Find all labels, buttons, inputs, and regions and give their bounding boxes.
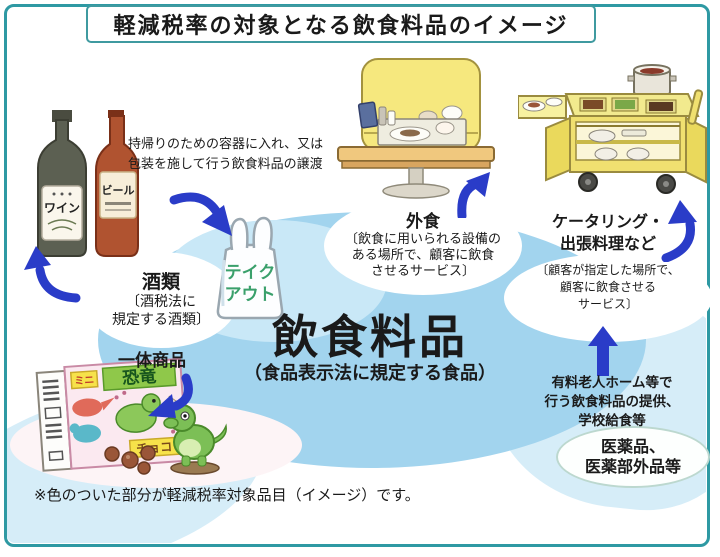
catering-cart-illustration (518, 64, 707, 194)
catering-note: 〔顧客が指定した場所で、 顧客に飲食させる サービス〕 (506, 262, 710, 313)
sake-category-cloud: 酒類 〔酒税法に 規定する酒類〕 (84, 252, 238, 348)
nursing-note-line1: 有料老人ホーム等で (551, 375, 673, 391)
snackbox-tag-dino: 恐竜 (122, 366, 157, 389)
medicine-line1: 医薬品、 (600, 437, 665, 456)
dining-out-note-line3: させるサービス〕 (370, 264, 475, 279)
catering-note-cloud (504, 254, 712, 342)
wine-bottle-icon: ワイン (37, 110, 87, 257)
dining-out-title: 外食 (406, 212, 440, 232)
medicine-line2: 医薬部外品等 (584, 457, 681, 476)
sake-note-line2: 規定する酒類〕 (112, 312, 210, 328)
catering-note-line2: 顧客に飲食させる (559, 280, 656, 294)
food-items-sub-text: （食品表示法に規定する食品） (244, 363, 496, 384)
page-title-text: 軽減税率の対象となる飲食料品のイメージ (113, 14, 569, 39)
takeaway-note-line1: 持帰りのための容器に入れ、又は (128, 137, 324, 152)
nursing-note-line2: 行う飲食料品の提供、 (544, 394, 680, 410)
takeout-bag-illustration: テイク アウト (216, 216, 284, 320)
dining-out-note-line2: ある場所で、顧客に飲食 (351, 248, 495, 263)
arrow-up-nursing-icon (588, 326, 618, 376)
nursing-note-line3: 学校給食等 (578, 413, 646, 429)
sake-title: 酒類 (141, 271, 180, 293)
arrow-to-cart-icon (661, 200, 697, 262)
takeaway-note-line2: 包装を施して行う飲食料品の譲渡 (128, 157, 323, 172)
snackbox-tag-mini: ミニ (74, 374, 95, 387)
bundled-goods-label: 一体商品 (118, 351, 186, 371)
nursing-home-note: 有料老人ホーム等で 行う飲食料品の提供、 学校給食等 (512, 374, 712, 431)
dining-out-cloud: 外食 〔飲食に用いられる設備の ある場所で、顧客に飲食 させるサービス〕 (324, 197, 522, 295)
food-items-label: 飲食料品 （食品表示法に規定する食品） (170, 312, 570, 386)
alcohol-bottles-illustration: ワイン ビール (37, 110, 139, 257)
wine-label-text: ワイン (44, 201, 80, 215)
catering-title: ケータリング・ 出張料理など (506, 211, 710, 255)
arrow-to-table-icon (457, 172, 490, 218)
beer-bottle-icon: ビール (95, 110, 139, 257)
takeaway-transfer-note: 持帰りのための容器に入れ、又は 包装を施して行う飲食料品の譲渡 (128, 135, 323, 175)
snack-box-illustration: ミニ 恐竜 チョコ (35, 358, 189, 472)
catering-note-line3: サービス〕 (577, 297, 638, 311)
page-title: 軽減税率の対象となる飲食料品のイメージ (86, 5, 596, 43)
beer-label-text: ビール (102, 183, 135, 197)
takeout-bag-text-line2: アウト (225, 285, 276, 305)
footer-note: ※色のついた部分が軽減税率対象品目（イメージ）です。 (34, 486, 420, 504)
arrow-to-dinosaur-icon (148, 373, 193, 418)
food-items-main-text: 飲食料品 (272, 310, 468, 364)
medicine-exclusion-ellipse: 医薬品、 医薬部外品等 (556, 426, 710, 488)
dining-out-note-line1: 〔飲食に用いられる設備の (344, 232, 501, 247)
arrow-to-takeout-bag-icon (169, 192, 232, 236)
arrow-to-bottles-icon (24, 246, 81, 303)
sake-note-line1: 〔酒税法に (126, 294, 196, 310)
catering-title-line1: ケータリング・ (551, 212, 664, 231)
catering-title-line2: 出張料理など (559, 234, 656, 253)
takeout-bag-text-line1: テイク (225, 263, 276, 283)
restaurant-table-illustration (337, 58, 495, 199)
catering-note-line1: 〔顧客が指定した場所で、 (536, 263, 680, 277)
